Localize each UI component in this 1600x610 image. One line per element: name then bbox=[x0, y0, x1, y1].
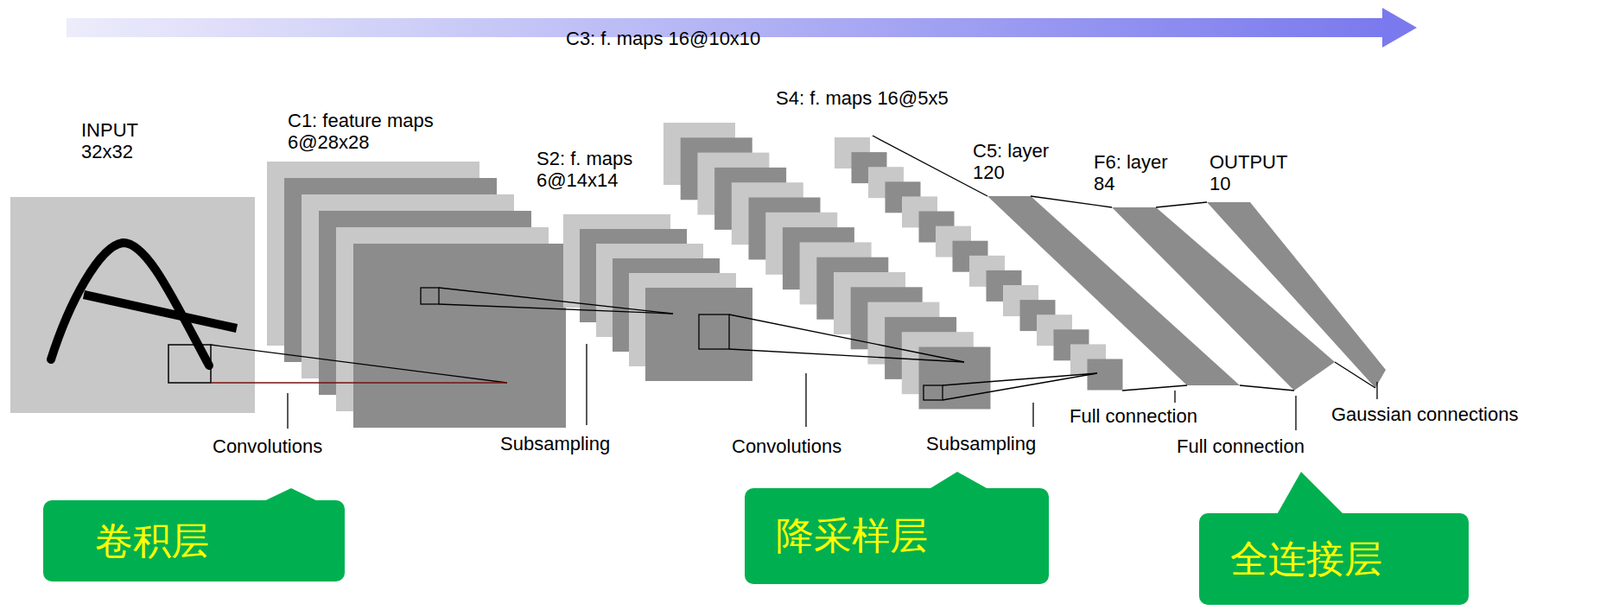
feature-map bbox=[353, 243, 566, 428]
callout-text: 降采样层 bbox=[775, 514, 928, 557]
operation-label: Subsampling bbox=[926, 433, 1036, 456]
operation-label: Convolutions bbox=[212, 436, 323, 458]
label-ticks bbox=[287, 343, 1378, 431]
operation-label: Convolutions bbox=[731, 436, 842, 458]
operation-label: Full connection bbox=[1176, 436, 1305, 458]
layer-label: C1: feature maps 6@28x28 bbox=[287, 110, 451, 153]
callout-box: 卷积层 bbox=[43, 500, 345, 582]
layer-label: F6: layer 84 bbox=[1093, 152, 1181, 195]
fully-connected-bands bbox=[987, 196, 1386, 391]
operation-label: Full connection bbox=[1069, 406, 1198, 428]
callout-text: 卷积层 bbox=[95, 520, 210, 562]
operation-label: Subsampling bbox=[500, 433, 610, 456]
feature-map-stack bbox=[663, 122, 991, 410]
feature-map-stacks bbox=[266, 122, 1124, 428]
layer-label: C5: layer 120 bbox=[972, 140, 1061, 184]
receptive-field-lines bbox=[210, 135, 1376, 400]
feature-map-stack bbox=[563, 214, 753, 381]
feature-map bbox=[645, 287, 753, 381]
input-image bbox=[10, 196, 255, 413]
feature-map bbox=[919, 347, 991, 410]
callout-text: 全连接层 bbox=[1230, 538, 1383, 580]
layer-label: OUTPUT 10 bbox=[1209, 152, 1297, 195]
callout-box: 降采样层 bbox=[744, 488, 1049, 585]
layer-label: C3: f. maps 16@10x10 bbox=[565, 28, 761, 51]
callout-box: 全连接层 bbox=[1199, 513, 1469, 605]
operation-label: Gaussian connections bbox=[1331, 404, 1518, 426]
feature-map-stack bbox=[266, 161, 566, 428]
layer-label: S4: f. maps 16@5x5 bbox=[775, 88, 949, 110]
layer-label: S2: f. maps 6@14x14 bbox=[536, 148, 654, 191]
layer-label: INPUT 32x32 bbox=[81, 120, 154, 163]
